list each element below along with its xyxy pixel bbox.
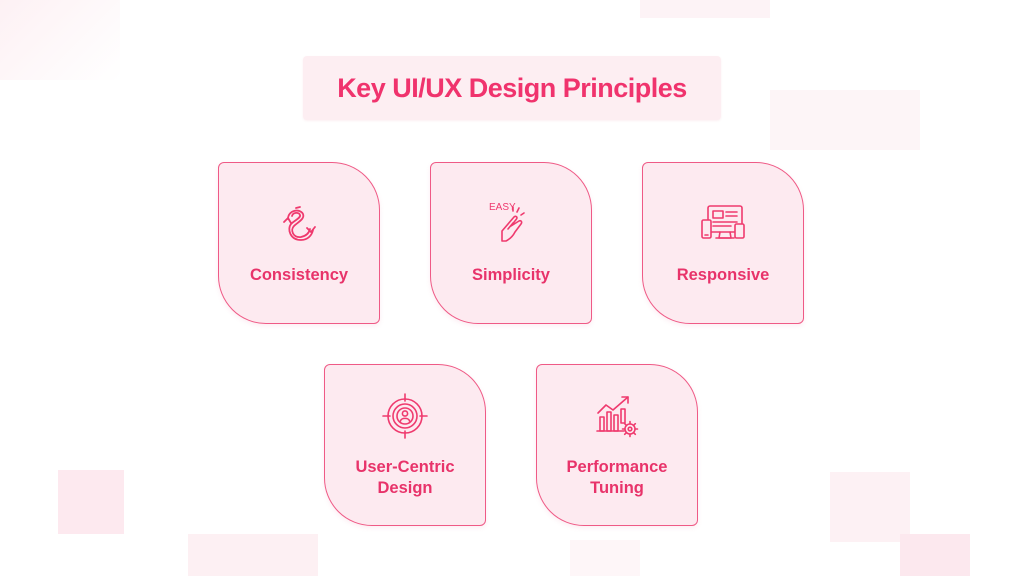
card-label-line: Tuning — [590, 479, 644, 497]
principle-card-consistency: Consistency — [218, 162, 380, 324]
cycle-arrows-icon — [274, 199, 324, 249]
card-label: User-Centric Design — [331, 457, 479, 499]
principle-card-simplicity: EASY Simplicity — [430, 162, 592, 324]
background-square — [58, 470, 124, 534]
card-label-line: User-Centric — [355, 458, 455, 476]
background-square — [0, 0, 120, 80]
background-square — [640, 0, 770, 18]
growth-chart-gear-icon — [592, 391, 642, 441]
principle-card-responsive: Responsive — [642, 162, 804, 324]
title-banner: Key UI/UX Design Principles — [303, 56, 721, 120]
card-label-line: Simplicity — [472, 266, 550, 284]
card-label-line: Performance — [566, 458, 668, 476]
responsive-devices-icon — [698, 199, 748, 249]
card-label-line: Consistency — [249, 266, 349, 284]
card-label: Simplicity — [437, 265, 585, 286]
easy-icon-text: EASY — [489, 202, 516, 213]
background-square — [830, 472, 910, 542]
background-square — [770, 90, 920, 150]
card-label: Consistency — [225, 265, 373, 286]
card-label-line: Design — [377, 479, 433, 497]
principle-card-user-centric-design: User-Centric Design — [324, 364, 486, 526]
background-square — [188, 534, 318, 576]
easy-tap-hand-icon: EASY — [486, 199, 536, 249]
target-user-icon — [380, 391, 430, 441]
page-title: Key UI/UX Design Principles — [337, 72, 687, 103]
card-label: Performance Tuning — [543, 457, 691, 499]
background-square — [900, 534, 970, 576]
background-square — [570, 540, 640, 576]
principle-card-performance-tuning: Performance Tuning — [536, 364, 698, 526]
card-label: Responsive — [649, 265, 797, 286]
card-label-line: Responsive — [676, 266, 770, 284]
